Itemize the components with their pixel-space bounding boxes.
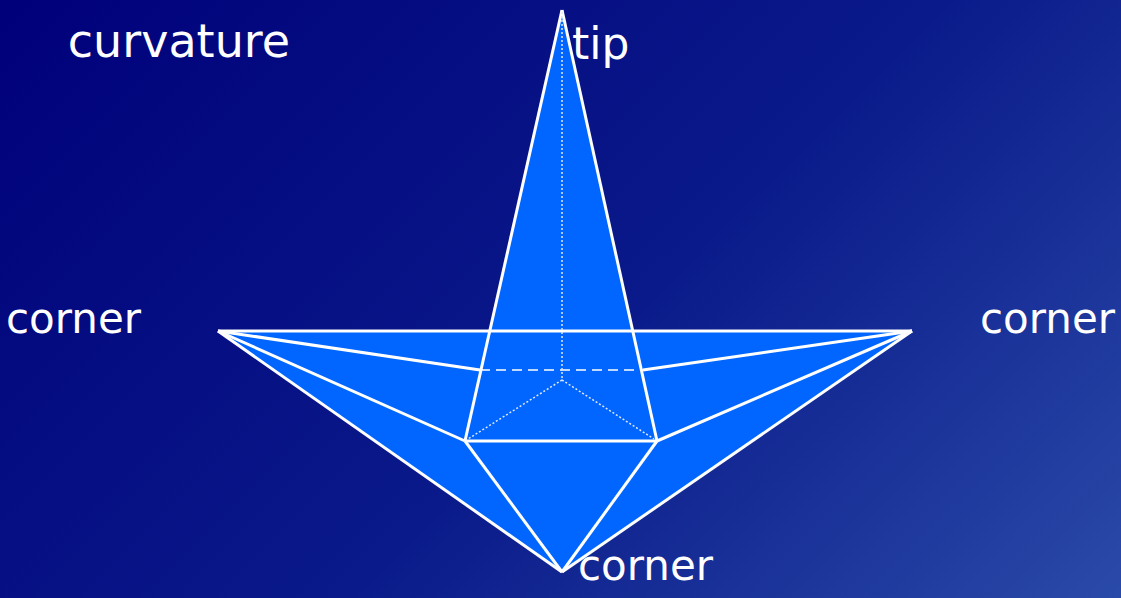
concept-label: curvature bbox=[68, 18, 290, 64]
part-label: corner bbox=[980, 298, 1115, 340]
part-label: corner bbox=[6, 298, 141, 340]
hidden-edges bbox=[468, 12, 654, 439]
edges-outline bbox=[218, 10, 912, 572]
part-label: tip bbox=[572, 22, 629, 66]
spike-face bbox=[465, 10, 657, 441]
part-label: corner bbox=[578, 545, 713, 587]
